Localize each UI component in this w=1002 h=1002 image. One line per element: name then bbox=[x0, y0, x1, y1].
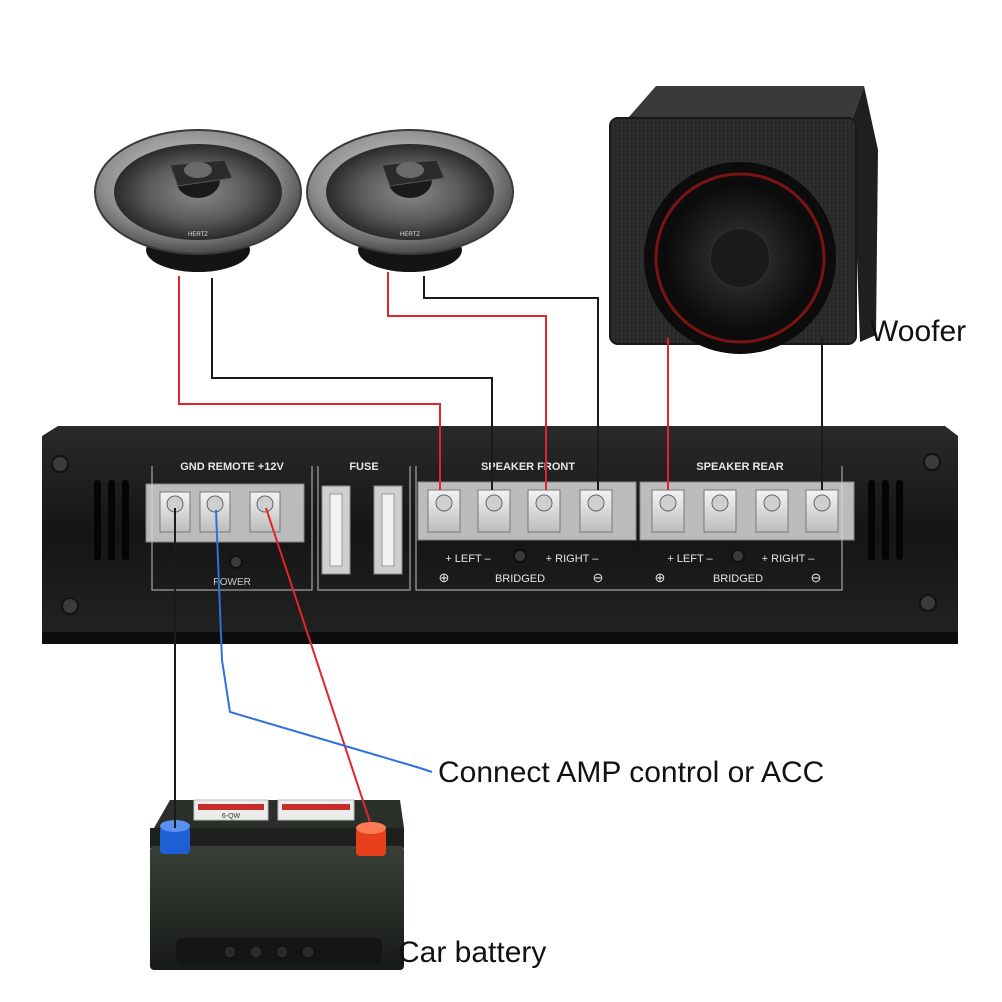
power-terminal-block bbox=[145, 483, 305, 543]
speaker2-positive-wire bbox=[387, 272, 547, 490]
remote-terminal bbox=[199, 491, 231, 533]
power-footer: POWER bbox=[213, 577, 251, 588]
speaker-rear-terminal-block bbox=[639, 481, 855, 541]
right-vents bbox=[868, 480, 903, 560]
power-header: GND REMOTE +12V bbox=[180, 461, 284, 473]
rear-left-polarity-label: + LEFT – bbox=[667, 553, 713, 565]
speaker-front-terminal-block bbox=[417, 481, 637, 541]
front-bridged-plus-icon: ⊕ bbox=[439, 570, 450, 585]
battery-sticker: 6-QW bbox=[222, 813, 241, 820]
woofer-label: Woofer bbox=[870, 315, 967, 348]
front-left-speaker: HERTZ bbox=[94, 129, 302, 272]
front-bridged-minus-icon: ⊖ bbox=[593, 570, 604, 585]
rear-bridged-plus-icon: ⊕ bbox=[655, 570, 666, 585]
battery-positive-terminal bbox=[356, 822, 386, 856]
remote-wire bbox=[215, 509, 433, 773]
front-left-plus-terminal bbox=[427, 489, 461, 533]
left-vents bbox=[94, 480, 129, 560]
speaker-brand-label: HERTZ bbox=[400, 232, 420, 238]
front-right-plus-terminal bbox=[527, 489, 561, 533]
speaker1-positive-wire bbox=[178, 276, 441, 490]
rear-bridged-label: BRIDGED bbox=[713, 573, 763, 585]
rear-right-plus-terminal bbox=[755, 489, 789, 533]
car-battery: 6-QW bbox=[150, 799, 404, 970]
rear-left-plus-terminal bbox=[651, 489, 685, 533]
rear-left-minus-terminal bbox=[703, 489, 737, 533]
front-left-minus-terminal bbox=[477, 489, 511, 533]
amplifier: GND REMOTE +12V FUSE SPEAKER FRONT SPEAK… bbox=[42, 426, 958, 644]
power-positive-wire bbox=[265, 507, 371, 823]
fuse-holders bbox=[321, 485, 403, 575]
amp-control-label: Connect AMP control or ACC bbox=[438, 756, 825, 789]
speaker-rear-header: SPEAKER REAR bbox=[696, 461, 783, 473]
speaker2-negative-wire bbox=[423, 276, 599, 490]
front-left-polarity-label: + LEFT – bbox=[445, 553, 491, 565]
speaker-wires bbox=[178, 272, 823, 490]
plus12v-terminal bbox=[249, 491, 281, 533]
front-bridged-label: BRIDGED bbox=[495, 573, 545, 585]
front-right-polarity-label: + RIGHT – bbox=[546, 553, 600, 565]
power-wires bbox=[174, 507, 433, 828]
rear-right-polarity-label: + RIGHT – bbox=[762, 553, 816, 565]
front-right-speaker: HERTZ bbox=[306, 129, 514, 272]
rear-right-minus-terminal bbox=[805, 489, 839, 533]
fuse-section-frame bbox=[317, 466, 411, 591]
car-battery-label: Car battery bbox=[398, 936, 547, 969]
woofer-box bbox=[609, 86, 878, 354]
amp-screws bbox=[51, 453, 941, 615]
speaker-front-header: SPEAKER FRONT bbox=[481, 461, 575, 473]
speaker-brand-label: HERTZ bbox=[188, 232, 208, 238]
rear-bridged-minus-icon: ⊖ bbox=[811, 570, 822, 585]
speaker1-negative-wire bbox=[211, 278, 493, 490]
front-right-minus-terminal bbox=[579, 489, 613, 533]
fuse-header: FUSE bbox=[349, 461, 378, 473]
